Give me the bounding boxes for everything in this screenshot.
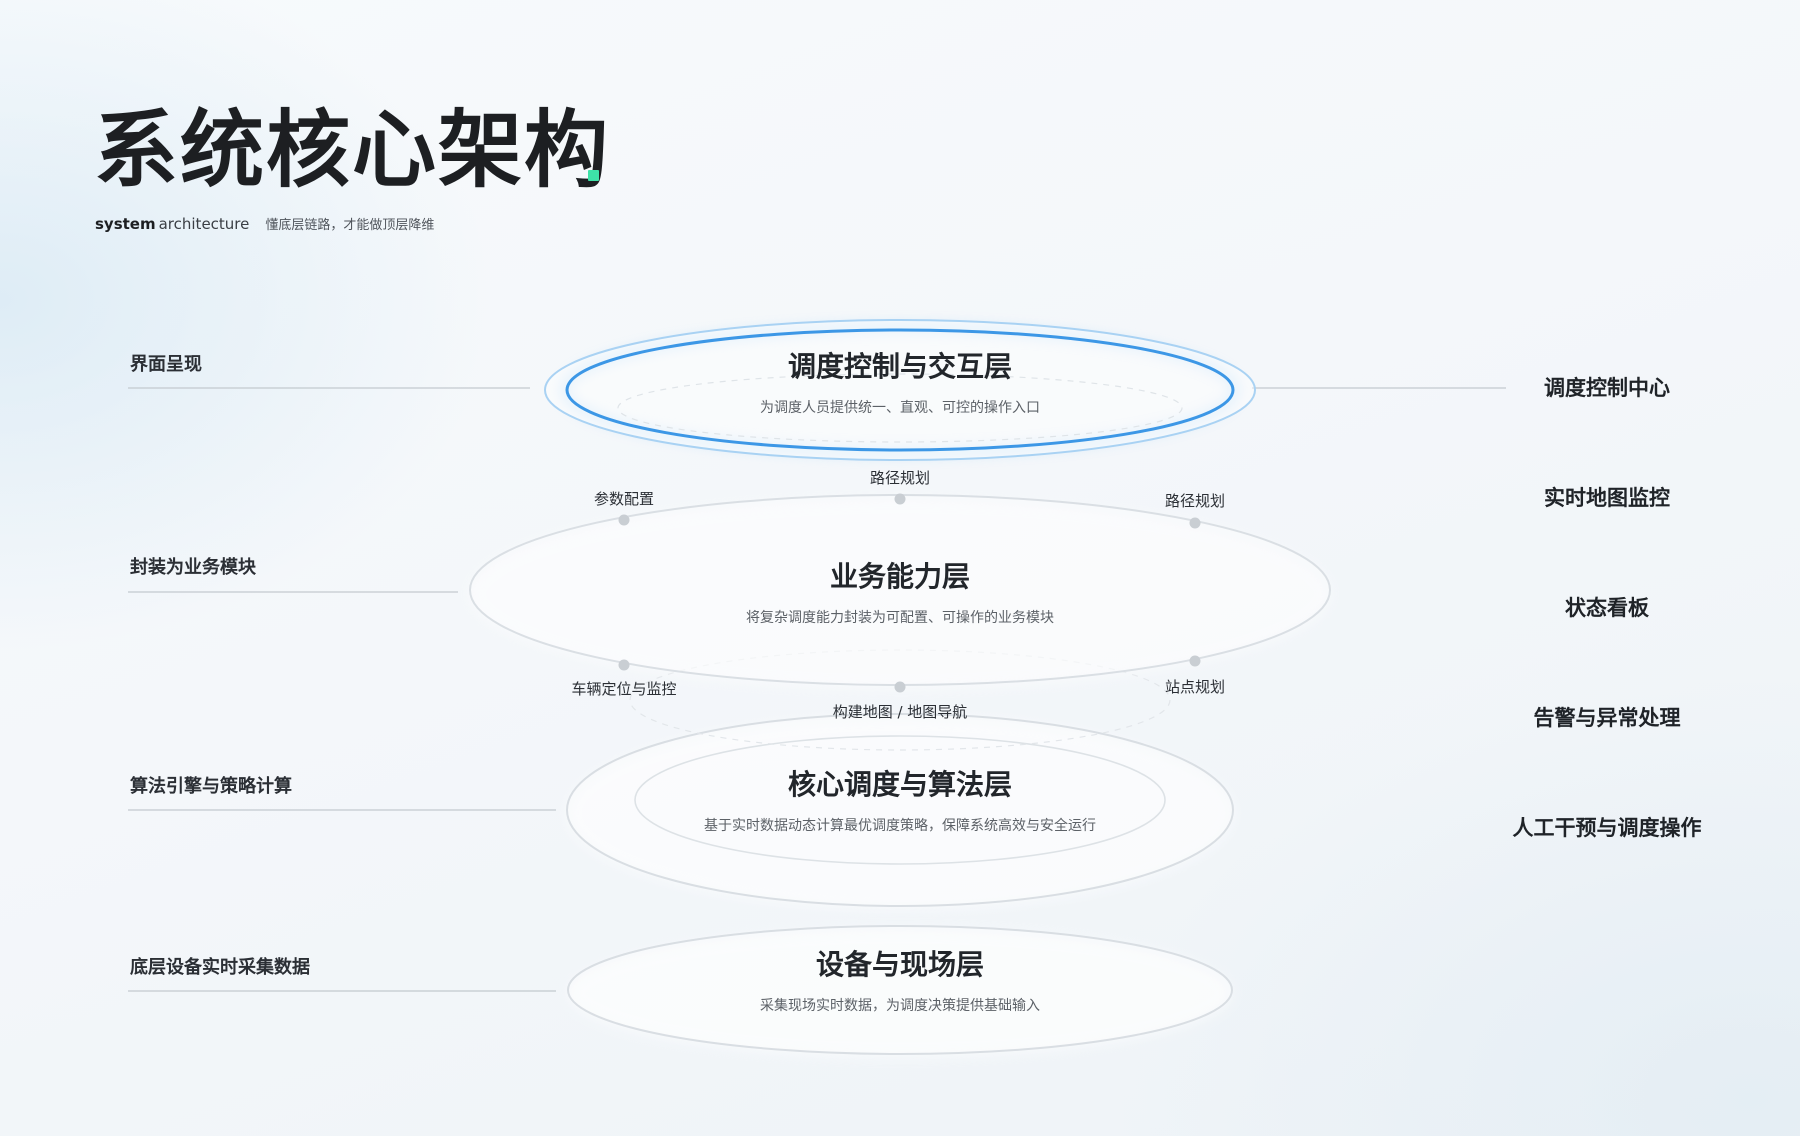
layer-control-main-ring	[565, 328, 1235, 452]
layer-business: 业务能力层 将复杂调度能力封装为可配置、可操作的业务模块	[469, 494, 1331, 751]
layer-control-dashed-ring	[617, 373, 1183, 443]
node-dot-map-build	[894, 681, 906, 693]
right-label-control-center: 调度控制中心	[1544, 376, 1670, 400]
node-label-param-config: 参数配置	[594, 490, 654, 508]
node-label-route-plan-right: 路径规划	[1165, 492, 1225, 510]
node-dot-vehicle-monitor	[618, 659, 630, 671]
node-dot-station-plan	[1189, 655, 1201, 667]
layer-control: 调度控制与交互层 为调度人员提供统一、直观、可控的操作入口	[544, 319, 1256, 461]
node-label-route-plan-center: 路径规划	[870, 469, 930, 487]
title-accent-dot	[588, 170, 599, 181]
right-label-status-board: 状态看板	[1565, 596, 1649, 620]
layer-control-glow	[561, 324, 1239, 456]
layer-business-title: 业务能力层	[830, 560, 970, 593]
subtitle-en-light: architecture	[158, 215, 250, 233]
right-label-map-monitor: 实时地图监控	[1544, 486, 1670, 510]
left-label-ui: 界面呈现	[130, 354, 202, 375]
subtitle-cn: 懂底层链路，才能做顶层降维	[265, 218, 435, 233]
layer-control-desc: 为调度人员提供统一、直观、可控的操作入口	[760, 399, 1040, 416]
layer-algorithm-desc: 基于实时数据动态计算最优调度策略，保障系统高效与安全运行	[704, 817, 1096, 834]
left-label-device: 底层设备实时采集数据	[130, 957, 310, 978]
node-dot-param-config	[618, 514, 630, 526]
node-dot-route-plan-center	[894, 493, 906, 505]
layer-device-ring	[567, 925, 1233, 1055]
layer-device-title: 设备与现场层	[816, 948, 984, 981]
layer-device-shadow	[568, 929, 1232, 1057]
layer-business-desc: 将复杂调度能力封装为可配置、可操作的业务模块	[746, 609, 1054, 626]
node-label-map-build: 构建地图 / 地图导航	[833, 703, 968, 721]
layer-algorithm-shadow	[567, 717, 1233, 909]
node-label-station-plan: 站点规划	[1165, 678, 1225, 696]
layer-device-desc: 采集现场实时数据，为调度决策提供基础输入	[760, 997, 1040, 1014]
node-dot-route-plan-right	[1189, 517, 1201, 529]
layer-device: 设备与现场层 采集现场实时数据，为调度决策提供基础输入	[567, 925, 1233, 1057]
layer-algorithm: 核心调度与算法层 基于实时数据动态计算最优调度策略，保障系统高效与安全运行	[566, 713, 1234, 909]
layer-algorithm-inner-ring	[634, 735, 1166, 865]
page-title: 系统核心架构	[94, 101, 611, 199]
layer-algorithm-title: 核心调度与算法层	[788, 768, 1012, 801]
right-label-manual-dispatch: 人工干预与调度操作	[1512, 816, 1702, 840]
node-label-vehicle-monitor: 车辆定位与监控	[571, 680, 676, 698]
right-label-alarm: 告警与异常处理	[1533, 706, 1681, 730]
layer-control-outer-ring	[544, 319, 1256, 461]
left-label-algorithm: 算法引擎与策略计算	[130, 776, 292, 797]
business-nodes: 参数配置 路径规划 路径规划 车辆定位与监控 构建地图 / 地图导航 站点规划	[571, 469, 1225, 721]
layer-business-shadow	[470, 499, 1330, 689]
layer-algorithm-outer-ring	[566, 713, 1234, 907]
layer-control-title: 调度控制与交互层	[788, 350, 1012, 383]
left-label-business: 封装为业务模块	[130, 557, 256, 578]
subtitle-en-bold: system	[95, 215, 156, 233]
